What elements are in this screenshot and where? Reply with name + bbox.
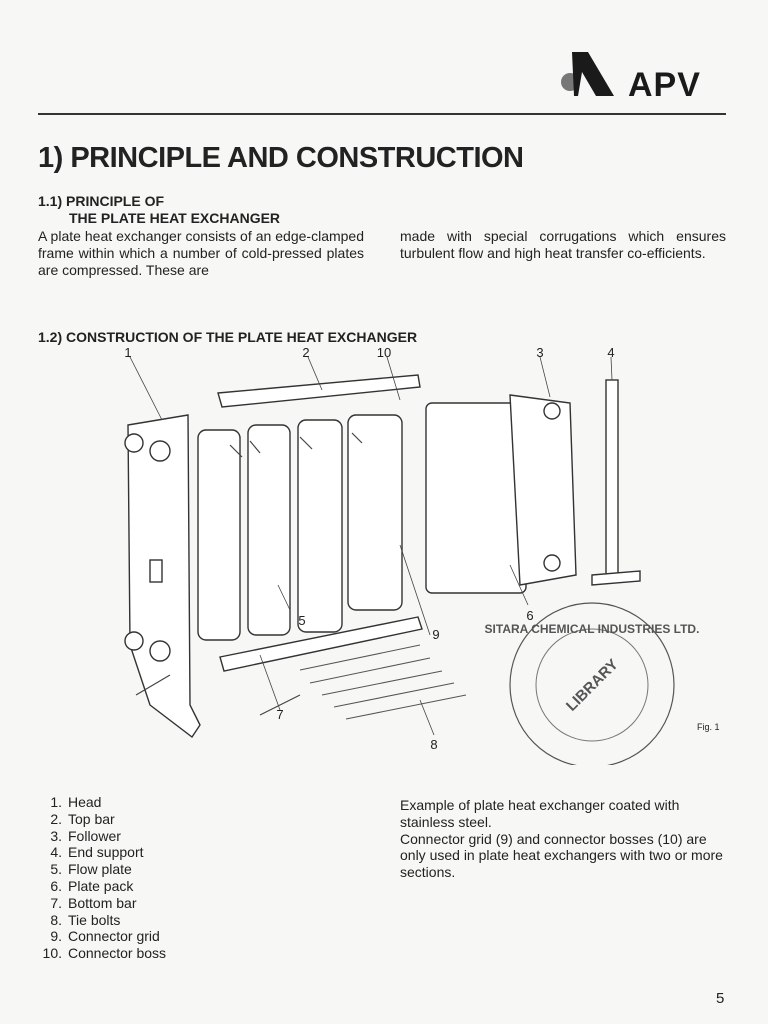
callout-label: 2: [302, 345, 309, 360]
header-rule: [38, 113, 726, 115]
follower: [509, 394, 577, 586]
legend-label: Top bar: [68, 810, 115, 827]
legend-number: 10.: [42, 945, 62, 962]
legend-label: Connector boss: [68, 945, 167, 962]
page-title: 1) PRINCIPLE AND CONSTRUCTION: [38, 142, 524, 174]
parts-legend: 1. Head 2. Top bar 3. Follower 4. End suppor…: [36, 794, 167, 962]
legend-label: Follower: [68, 827, 121, 844]
legend-item: 6. Plate pack: [36, 878, 166, 895]
legend-number: 3.: [50, 827, 62, 844]
figure-label: Fig. 1: [697, 722, 720, 732]
top-bar: [217, 374, 421, 408]
legend-number: 7.: [50, 894, 62, 911]
legend-label: Flow plate: [68, 861, 132, 878]
plate-pack: [425, 402, 527, 594]
legend-label: Connector grid: [68, 928, 160, 945]
end-support: [605, 379, 619, 576]
legend-item: 8. Tie bolts: [36, 912, 166, 929]
note-paragraph: Example of plate heat exchanger coated w…: [400, 797, 680, 830]
legend-number: 9.: [50, 928, 62, 945]
callout-label: 8: [430, 737, 437, 752]
library-stamp: [509, 602, 675, 765]
logo-triangle-icon: [572, 52, 614, 96]
legend-number: 6.: [50, 877, 62, 894]
legend-label: Bottom bar: [68, 894, 137, 911]
apv-logo: [561, 52, 614, 96]
callout-label: 10: [377, 345, 391, 360]
callout-label: 1: [124, 345, 131, 360]
section1-column2: made with special corrugations which ens…: [400, 228, 726, 261]
plate: [297, 419, 343, 633]
section1-heading-line2: THE PLATE HEAT EXCHANGER: [69, 210, 281, 226]
callout-label: 7: [276, 707, 283, 722]
legend-number: 2.: [50, 810, 62, 827]
legend-item: 1. Head: [36, 794, 166, 811]
note-paragraph: Connector grid (9) and connector bosses …: [400, 830, 723, 881]
stamp-center-text: LIBRARY: [563, 656, 622, 715]
section1-heading-line1: 1.1) PRINCIPLE OF: [38, 193, 165, 209]
legend-label: End support: [68, 844, 144, 861]
plate: [347, 414, 403, 611]
legend-number: 1.: [50, 794, 62, 810]
callout-label: 3: [536, 345, 543, 360]
legend-item: 7. Bottom bar: [36, 895, 166, 912]
exploded-diagram: 1 2 10 3 4 5 9 6 7 8 SITARA CHEMICAL IND…: [124, 345, 700, 765]
page-number: 5: [716, 990, 725, 1007]
legend-label: Head: [68, 794, 102, 810]
plate: [197, 429, 241, 641]
legend-label: Tie bolts: [68, 911, 121, 928]
callout-label: 9: [432, 627, 439, 642]
section1-column1: A plate heat exchanger consists of an ed…: [38, 228, 364, 278]
callout-label: 6: [526, 608, 533, 623]
legend-item: 4. End support: [36, 844, 166, 861]
legend-number: 8.: [50, 911, 62, 928]
brand-name: APV: [628, 66, 701, 104]
callout-label: 4: [607, 345, 614, 360]
plate: [247, 424, 291, 636]
legend-item: 2. Top bar: [36, 811, 166, 828]
head-frame: [127, 414, 201, 739]
bottom-bar: [219, 616, 423, 672]
legend-label: Plate pack: [68, 877, 134, 894]
stamp-text: SITARA CHEMICAL INDUSTRIES LTD.: [485, 622, 700, 636]
legend-item: 5. Flow plate: [36, 861, 166, 878]
legend-number: 5.: [50, 861, 62, 878]
legend-item: 10. Connector boss: [36, 945, 167, 962]
legend-number: 4.: [50, 844, 62, 861]
figure-note: Example of plate heat exchanger coated w…: [400, 797, 730, 881]
callout-label: 5: [298, 613, 305, 628]
legend-item: 9. Connector grid: [36, 928, 166, 945]
section2-heading: 1.2) CONSTRUCTION OF THE PLATE HEAT EXCH…: [38, 329, 418, 345]
legend-item: 3. Follower: [36, 828, 166, 845]
